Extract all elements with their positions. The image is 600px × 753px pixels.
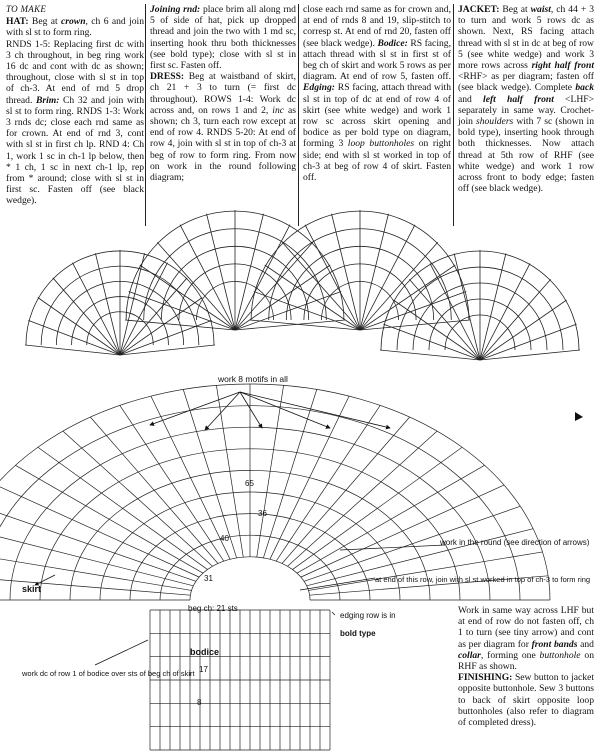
column-divider xyxy=(298,4,299,226)
section-heading: TO MAKE xyxy=(6,4,47,14)
finishing-text-a: Work in same way across LHF but at end o… xyxy=(458,605,594,650)
finishing-text: Sew button to jacket opposite buttonhole… xyxy=(458,672,594,729)
hat-text-b: , ch 6 and join with sl st to form ring. xyxy=(6,16,144,39)
jacket-text-d: <LHF> separately in same way. Crochet-jo… xyxy=(458,93,594,128)
column-divider xyxy=(145,4,146,226)
close-paragraph: close each rnd same as for crown and, at… xyxy=(303,4,451,183)
dress-text-a: Beg at waistband of skirt, ch 21 + 3 to … xyxy=(150,71,296,116)
finishing-text-b: , forming one xyxy=(480,649,540,661)
finishing-text-c: on RHF as shown. xyxy=(458,649,594,673)
jacket-paragraph: JACKET: Beg at waist, ch 44 + 3 to turn … xyxy=(458,4,594,194)
label-row-40: 40 xyxy=(220,534,229,543)
label-edging-row: edging row is in xyxy=(340,611,396,620)
hat-label: HAT: xyxy=(6,16,29,28)
edging-text-a: RS facing, attach thread with sl st in t… xyxy=(303,82,451,150)
text-column-3: close each rnd same as for crown and, at… xyxy=(303,4,451,183)
text-column-2: Joining rnd: place brim all along rnd 5 … xyxy=(150,4,296,183)
text-column-4: JACKET: Beg at waist, ch 44 + 3 to turn … xyxy=(458,4,594,194)
jacket-back: back xyxy=(575,82,594,94)
skirt-grid xyxy=(0,383,551,601)
finishing-buttonhole: buttonhole xyxy=(539,649,581,661)
label-row-36: 36 xyxy=(258,509,267,518)
hat-text: Beg at xyxy=(31,16,62,28)
edging-text-b: on right side; end with sl st worked in … xyxy=(303,138,451,184)
text-column-1: TO MAKE HAT: Beg at crown, ch 6 and join… xyxy=(6,4,144,207)
finishing-and: and xyxy=(577,638,594,650)
brim-label: Brim: xyxy=(35,94,60,106)
jacket-rhf: right half front xyxy=(531,60,594,72)
jacket-text-e: with 7 sc (shown in bold type), insertin… xyxy=(458,116,595,195)
jacket-text-a: Beg at xyxy=(502,4,531,15)
dress-inc: inc xyxy=(272,104,285,116)
column-divider xyxy=(453,4,454,226)
rnds-1-3-label: RNDS 1-3: xyxy=(76,105,121,117)
finishing-paragraph-2: FINISHING: Sew button to jacket opposite… xyxy=(458,672,594,728)
bodice-label: Bodice: xyxy=(377,37,408,49)
jacket-label: JACKET: xyxy=(458,4,500,15)
jacket-shoulders: shoulders xyxy=(475,116,514,128)
dress-label: DRESS: xyxy=(150,71,185,83)
joining-paragraph: Joining rnd: place brim all along rnd 5 … xyxy=(150,4,296,71)
hat-crown: crown xyxy=(61,16,86,28)
finishing-label: FINISHING: xyxy=(458,672,513,684)
label-row-65: 65 xyxy=(245,479,254,488)
brim-text: Ch 32 and join with sl st to form ring. xyxy=(6,94,144,117)
finishing-text-block: Work in same way across LHF but at end o… xyxy=(458,605,594,728)
label-row-17: 17 xyxy=(199,665,208,674)
label-work-motifs: work 8 motifs in all xyxy=(217,374,288,384)
bodice-grid xyxy=(94,609,336,751)
jacket-text-c: <RHF> as per diagram; fasten off (see bl… xyxy=(458,71,594,94)
label-work-dc: work dc of row 1 of bodice over sts of b… xyxy=(21,669,195,678)
edging-loop: loop buttonholes xyxy=(347,138,415,150)
jacket-waist: waist xyxy=(530,4,551,15)
rnds-1-5-paragraph: RNDS 1-5: Replacing first dc with 3 ch t… xyxy=(6,39,144,207)
label-row-8: 8 xyxy=(197,698,202,707)
hat-paragraph: HAT: Beg at crown, ch 6 and join with sl… xyxy=(6,16,144,38)
dress-text-b: as shown; ch 3, turn each row except at … xyxy=(150,104,297,184)
finishing-front-bands: front bands xyxy=(531,638,578,650)
joining-text: place brim all along rnd 5 of side of ha… xyxy=(150,4,296,72)
jacket-text-b: , ch 44 + 3 to turn and work 5 rows dc a… xyxy=(458,4,594,72)
jacket-lhf: left half front xyxy=(483,93,554,105)
dress-paragraph: DRESS: Beg at waistband of skirt, ch 21 … xyxy=(150,71,296,183)
black-wedge-icon xyxy=(575,412,583,421)
label-work-round: work in the round (see direction of arro… xyxy=(439,538,590,547)
edging-label: Edging: xyxy=(303,82,335,94)
finishing-collar: collar xyxy=(458,649,481,661)
rnds-1-5-text: Replacing first dc with 3 ch throughout,… xyxy=(6,38,144,106)
label-beg-ch: beg ch: 21 sts xyxy=(188,604,238,613)
label-end-of-row: at end of this row, join with sl st work… xyxy=(375,575,590,584)
rnds-1-5-label: RNDS 1-5: xyxy=(6,38,51,50)
close-text: close each rnd same as for crown and, at… xyxy=(303,4,451,49)
label-bold-type: bold type xyxy=(340,629,376,638)
bodice-text: RS facing, attach thread with sl st in f… xyxy=(303,37,451,83)
label-bodice: bodice xyxy=(190,647,219,657)
joining-label: Joining rnd: xyxy=(150,4,201,15)
jacket-and: and xyxy=(458,93,484,105)
motif-fans xyxy=(24,210,581,431)
finishing-paragraph: Work in same way across LHF but at end o… xyxy=(458,605,594,672)
label-skirt: skirt xyxy=(22,584,41,594)
label-row-31: 31 xyxy=(204,574,213,583)
rnds-1-3-text: Work 3 rnds dc; close each rnd same as f… xyxy=(6,105,144,207)
